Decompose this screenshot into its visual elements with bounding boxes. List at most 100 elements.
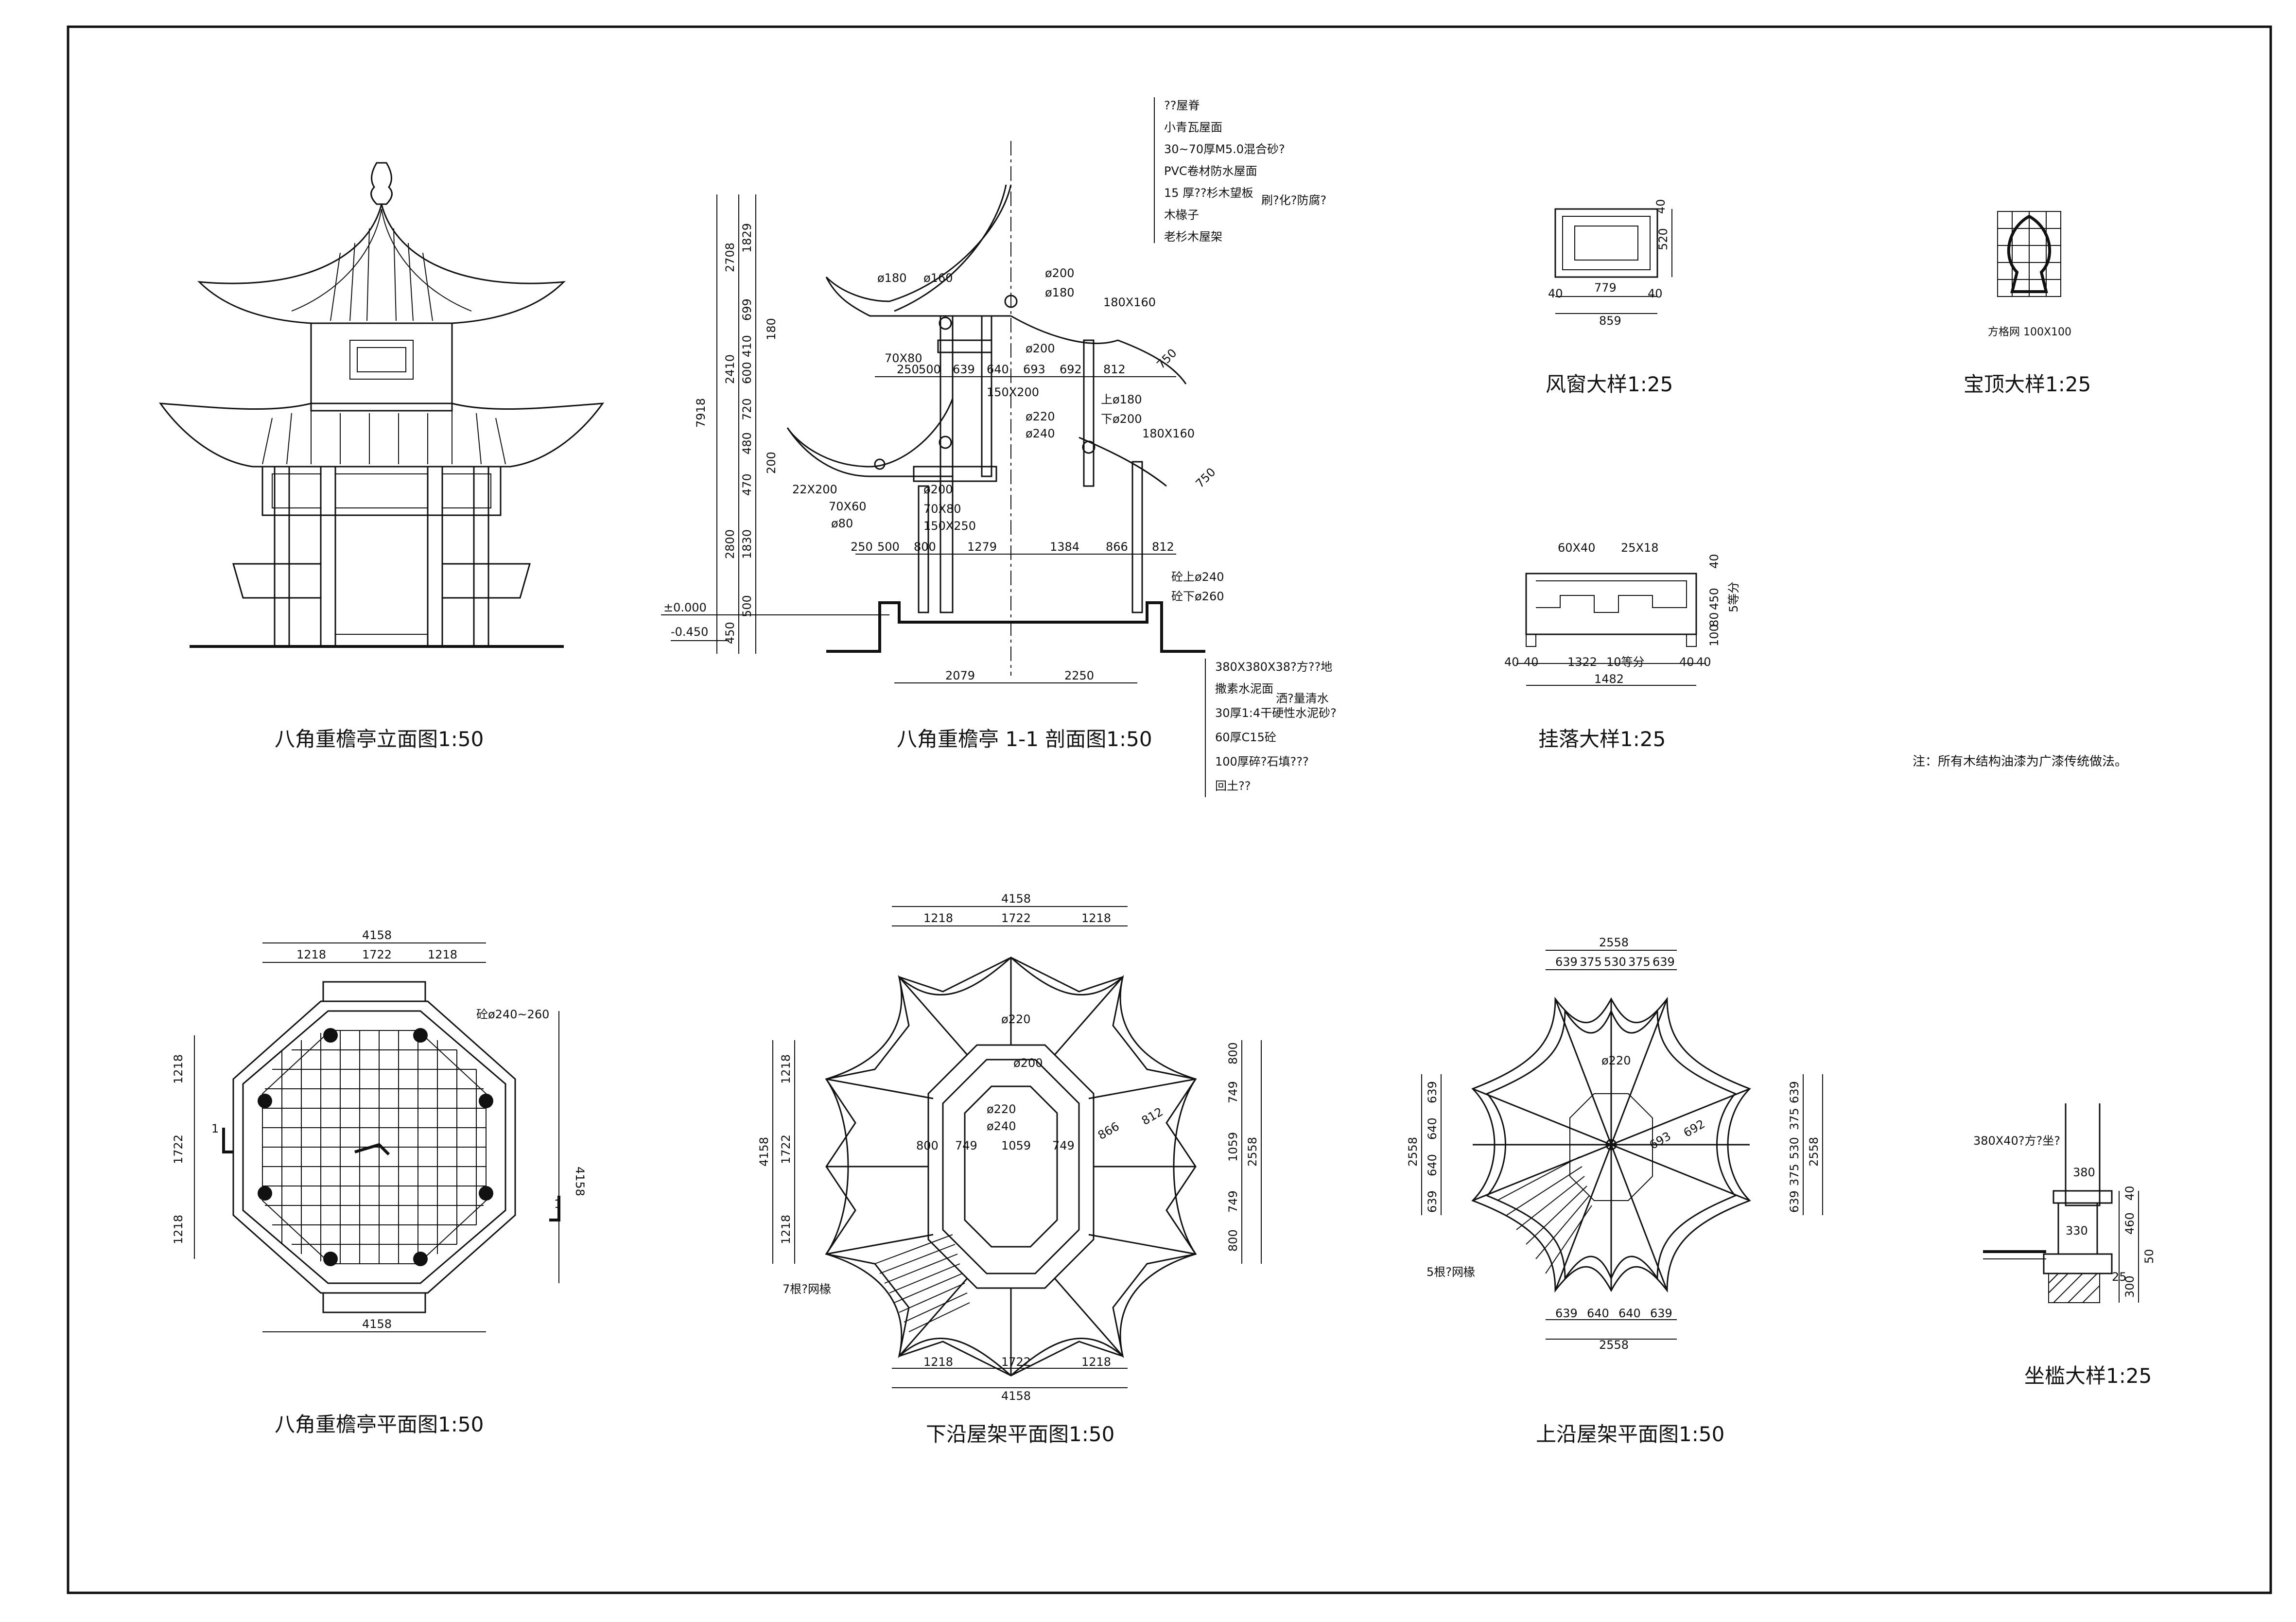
svg-text:450: 450 (1707, 588, 1721, 610)
svg-text:砼ø240~260: 砼ø240~260 (476, 1008, 549, 1021)
svg-text:ø220: ø220 (987, 1102, 1016, 1116)
svg-text:639: 639 (1788, 1190, 1801, 1213)
svg-text:100: 100 (1707, 624, 1721, 646)
finial-title: 宝顶大样1:25 (1964, 372, 2091, 396)
svg-text:639: 639 (1555, 955, 1578, 969)
svg-text:刷?化?防腐?: 刷?化?防腐? (1261, 193, 1326, 207)
svg-text:866: 866 (1106, 540, 1128, 554)
svg-text:500: 500 (740, 595, 754, 617)
svg-text:ø220: ø220 (1601, 1054, 1631, 1067)
svg-text:1218: 1218 (428, 948, 457, 961)
svg-text:洒?量清水: 洒?量清水 (1276, 692, 1329, 705)
svg-text:380X380X38?方??地: 380X380X38?方??地 (1215, 660, 1332, 674)
svg-text:375: 375 (1628, 955, 1651, 969)
svg-text:4158: 4158 (1001, 892, 1031, 906)
svg-text:ø200: ø200 (923, 483, 953, 496)
svg-text:375: 375 (1788, 1108, 1801, 1130)
svg-text:812: 812 (1103, 363, 1126, 376)
svg-text:ø80: ø80 (831, 517, 853, 530)
svg-text:375: 375 (1788, 1164, 1801, 1186)
svg-text:撒素水泥面: 撒素水泥面 (1215, 682, 1273, 696)
svg-text:639: 639 (953, 363, 975, 376)
svg-text:30~70厚M5.0混合砂?: 30~70厚M5.0混合砂? (1164, 142, 1285, 156)
svg-text:749: 749 (1052, 1139, 1075, 1152)
svg-text:40: 40 (1654, 199, 1668, 214)
lower-roof-title: 下沿屋架平面图1:50 (926, 1422, 1114, 1446)
svg-text:410: 410 (740, 335, 754, 357)
svg-text:2558: 2558 (1599, 936, 1629, 949)
svg-text:ø200: ø200 (1045, 266, 1075, 280)
floor-layer-list: 380X380X38?方??地 撒素水泥面 30厚1:4干硬性水泥砂? 60厚C… (1215, 660, 1337, 793)
svg-text:480: 480 (740, 432, 754, 454)
svg-text:800: 800 (914, 540, 936, 554)
svg-text:2558: 2558 (1807, 1137, 1821, 1167)
svg-text:ø240: ø240 (1026, 427, 1055, 440)
svg-text:1722: 1722 (172, 1134, 185, 1164)
svg-text:4158: 4158 (757, 1137, 771, 1167)
svg-text:639: 639 (1426, 1081, 1439, 1103)
svg-text:50: 50 (2142, 1249, 2156, 1264)
bench-detail: 380X40?方?坐? 380 330 40 460 50 300 25 坐槛大… (1973, 1103, 2156, 1388)
svg-text:30厚1:4干硬性水泥砂?: 30厚1:4干硬性水泥砂? (1215, 706, 1337, 720)
wind-window-detail: 40 520 40 40 779 859 风窗大样1:25 (1546, 199, 1673, 396)
svg-text:749: 749 (955, 1139, 977, 1152)
svg-text:375: 375 (1580, 955, 1602, 969)
svg-text:699: 699 (740, 298, 754, 321)
svg-text:10等分: 10等分 (1606, 655, 1645, 669)
svg-text:749: 749 (1226, 1081, 1240, 1103)
svg-text:老杉木屋架: 老杉木屋架 (1164, 230, 1222, 244)
hanging-fret-title: 挂落大样1:25 (1538, 727, 1666, 751)
svg-text:砼上ø240: 砼上ø240 (1171, 570, 1224, 584)
svg-text:7918: 7918 (694, 398, 708, 428)
svg-text:60X40: 60X40 (1558, 541, 1596, 555)
svg-text:720: 720 (740, 398, 754, 420)
svg-text:40: 40 (1679, 655, 1694, 669)
svg-text:330: 330 (2066, 1224, 2088, 1238)
svg-text:1218: 1218 (923, 1355, 953, 1369)
svg-text:15 厚??杉木望板: 15 厚??杉木望板 (1164, 186, 1253, 200)
svg-text:1722: 1722 (1001, 1355, 1031, 1369)
bench-title: 坐槛大样1:25 (2024, 1364, 2152, 1388)
svg-text:1322: 1322 (1567, 655, 1597, 669)
svg-text:上ø180: 上ø180 (1101, 393, 1142, 406)
svg-text:1218: 1218 (296, 948, 326, 961)
svg-text:-0.450: -0.450 (671, 625, 708, 639)
svg-text:859: 859 (1599, 314, 1621, 328)
svg-text:1482: 1482 (1594, 672, 1624, 686)
elevation-drawing: 八角重檐亭立面图1:50 (158, 162, 605, 751)
svg-text:639: 639 (1652, 955, 1675, 969)
svg-text:70X80: 70X80 (885, 351, 922, 365)
svg-text:ø240: ø240 (987, 1119, 1016, 1133)
section-title: 八角重檐亭 1-1 剖面图1:50 (897, 727, 1152, 751)
svg-text:460: 460 (2123, 1212, 2137, 1235)
svg-text:5根?网椽: 5根?网椽 (1426, 1265, 1475, 1279)
svg-text:5等分: 5等分 (1727, 582, 1740, 612)
svg-text:4158: 4158 (573, 1167, 587, 1196)
svg-text:4158: 4158 (362, 928, 392, 942)
elevation-title: 八角重檐亭立面图1:50 (275, 727, 484, 751)
svg-text:250: 250 (851, 540, 873, 554)
svg-text:40: 40 (1548, 287, 1563, 300)
svg-text:639: 639 (1426, 1190, 1439, 1213)
svg-text:530: 530 (1604, 955, 1626, 969)
svg-text:639: 639 (1650, 1307, 1672, 1320)
svg-text:1829: 1829 (740, 223, 754, 253)
svg-text:下ø200: 下ø200 (1101, 412, 1142, 426)
svg-text:ø220: ø220 (1026, 410, 1055, 423)
svg-text:25: 25 (2112, 1270, 2127, 1284)
svg-text:1722: 1722 (779, 1134, 793, 1164)
svg-text:380: 380 (2073, 1166, 2095, 1179)
svg-text:2558: 2558 (1246, 1137, 1259, 1167)
svg-text:800: 800 (916, 1139, 939, 1152)
svg-text:640: 640 (1426, 1117, 1439, 1140)
svg-text:??屋脊: ??屋脊 (1164, 99, 1200, 112)
svg-text:1059: 1059 (1001, 1139, 1031, 1152)
svg-text:40: 40 (1707, 554, 1721, 569)
finial-detail: 方格网 100X100 宝顶大样1:25 (1964, 211, 2091, 396)
svg-text:60厚C15砼: 60厚C15砼 (1215, 731, 1276, 744)
svg-text:木椽子: 木椽子 (1164, 208, 1199, 222)
svg-text:180: 180 (765, 318, 778, 340)
svg-text:300: 300 (2123, 1275, 2137, 1298)
svg-text:200: 200 (765, 452, 778, 474)
